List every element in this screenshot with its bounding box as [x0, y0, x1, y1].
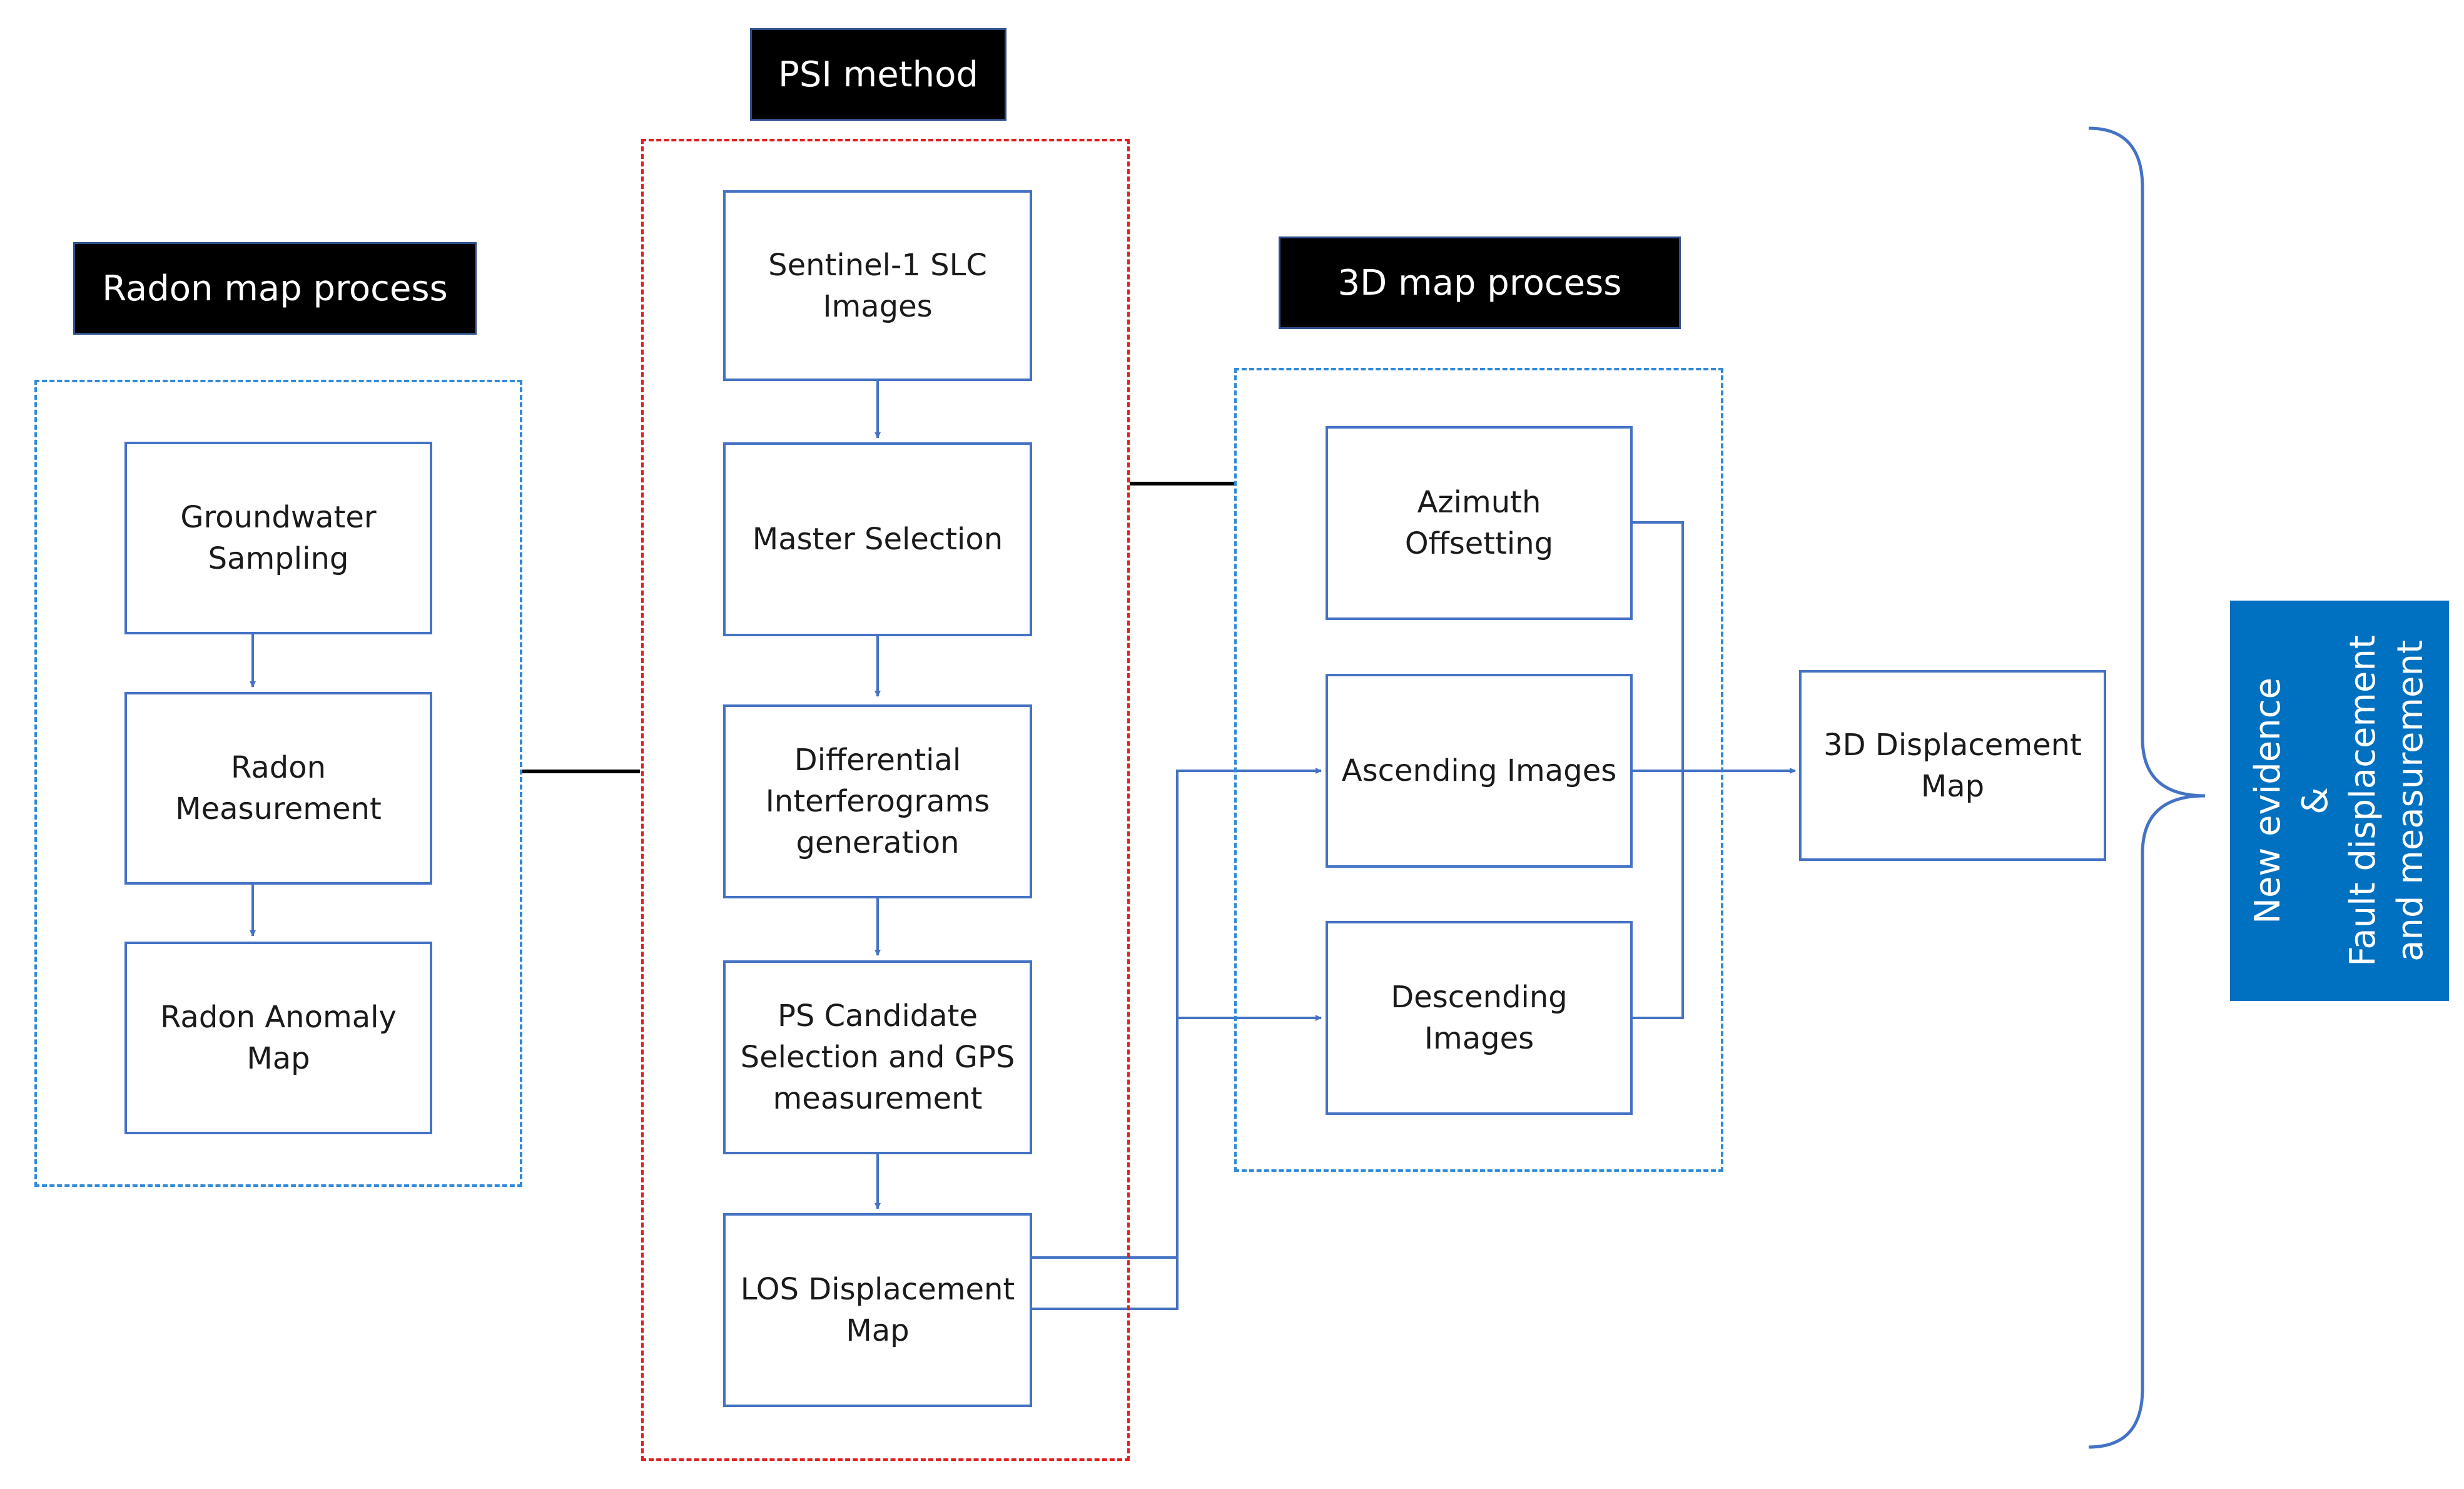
- sentinel-slc-images-node: Sentinel-1 SLC Images: [723, 190, 1032, 381]
- ascending-images-node: Ascending Images: [1326, 674, 1633, 868]
- map3d-group-frame: [1234, 368, 1723, 1172]
- output-box: New evidence & Fault displacement and me…: [2230, 601, 2449, 1001]
- differential-interferograms-node: Differential Interferograms generation: [723, 704, 1032, 898]
- psi-group-frame: [641, 139, 1130, 1461]
- los-displacement-map-node: LOS Displacement Map: [723, 1213, 1032, 1407]
- psi-method-label: PSI method: [750, 28, 1006, 121]
- arrow-los-to-ascending: [1031, 768, 1322, 1259]
- arrow-los-to-descending: [1031, 1015, 1322, 1310]
- curly-brace: [2088, 126, 2206, 1449]
- 3d-map-process-label: 3D map process: [1279, 236, 1681, 329]
- descending-images-node: Descending Images: [1326, 921, 1633, 1115]
- radon-measurement-node: Radon Measurement: [124, 692, 432, 885]
- master-selection-node: Master Selection: [723, 442, 1032, 636]
- ps-candidate-selection-node: PS Candidate Selection and GPS measureme…: [723, 960, 1032, 1154]
- groundwater-sampling-node: Groundwater Sampling: [124, 442, 432, 634]
- azimuth-offsetting-node: Azimuth Offsetting: [1326, 426, 1633, 620]
- radon-group-frame: [34, 380, 522, 1187]
- radon-anomaly-map-node: Radon Anomaly Map: [124, 942, 432, 1134]
- 3d-displacement-map-node: 3D Displacement Map: [1799, 670, 2106, 861]
- output-text: New evidence & Fault displacement and me…: [2248, 635, 2431, 967]
- radon-map-process-label: Radon map process: [73, 242, 477, 335]
